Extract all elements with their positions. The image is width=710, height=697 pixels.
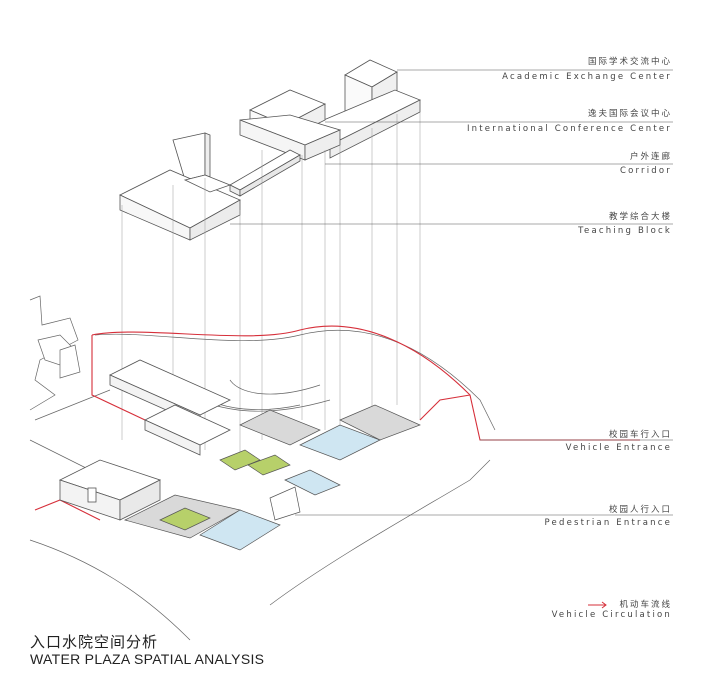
academic-label-en: Academic Exchange Center [502,72,672,82]
lawn-small [219,449,261,471]
vehicle-entrance-label-en: Vehicle Entrance [565,443,672,453]
leader-lines [230,69,673,516]
paving-east [339,404,421,441]
arrow-right-icon [588,601,607,609]
ground-context [29,295,496,641]
conference-label-en: International Conference Center [466,124,672,134]
corridor-label-cn: 户外连廊 [629,152,672,162]
academic-exchange-center-volume [299,59,421,159]
corridor-label-en: Corridor [619,166,672,176]
page-title-en: WATER PLAZA SPATIAL ANALYSIS [30,651,265,667]
academic-label-cn: 国际学术交流中心 [587,57,672,67]
pedestrian-entrance-label-en: Pedestrian Entrance [544,518,672,528]
lawn-middle [247,454,291,476]
teaching-label-en: Teaching Block [578,226,672,236]
legend-label-cn: 机动车流线 [619,600,672,610]
plaza-surfaces [124,404,421,551]
international-conference-center-volume [239,89,342,161]
water-south [199,509,281,551]
paving-north [239,409,321,446]
legend-label-en: Vehicle Circulation [551,610,672,620]
lawn-south [159,507,211,531]
vehicle-entrance-label-cn: 校园车行入口 [608,430,672,440]
teaching-block-volume [119,132,241,241]
steps [269,486,301,521]
pedestrian-entrance-label-cn: 校园人行入口 [608,505,672,515]
conference-label-cn: 逸夫国际会议中心 [587,109,672,119]
teaching-label-cn: 教学综合大楼 [608,212,672,222]
water-strip [284,469,341,496]
ground-buildings [58,359,231,521]
page-title-cn: 入口水院空间分析 [30,633,159,651]
corridor-volume [229,149,301,197]
